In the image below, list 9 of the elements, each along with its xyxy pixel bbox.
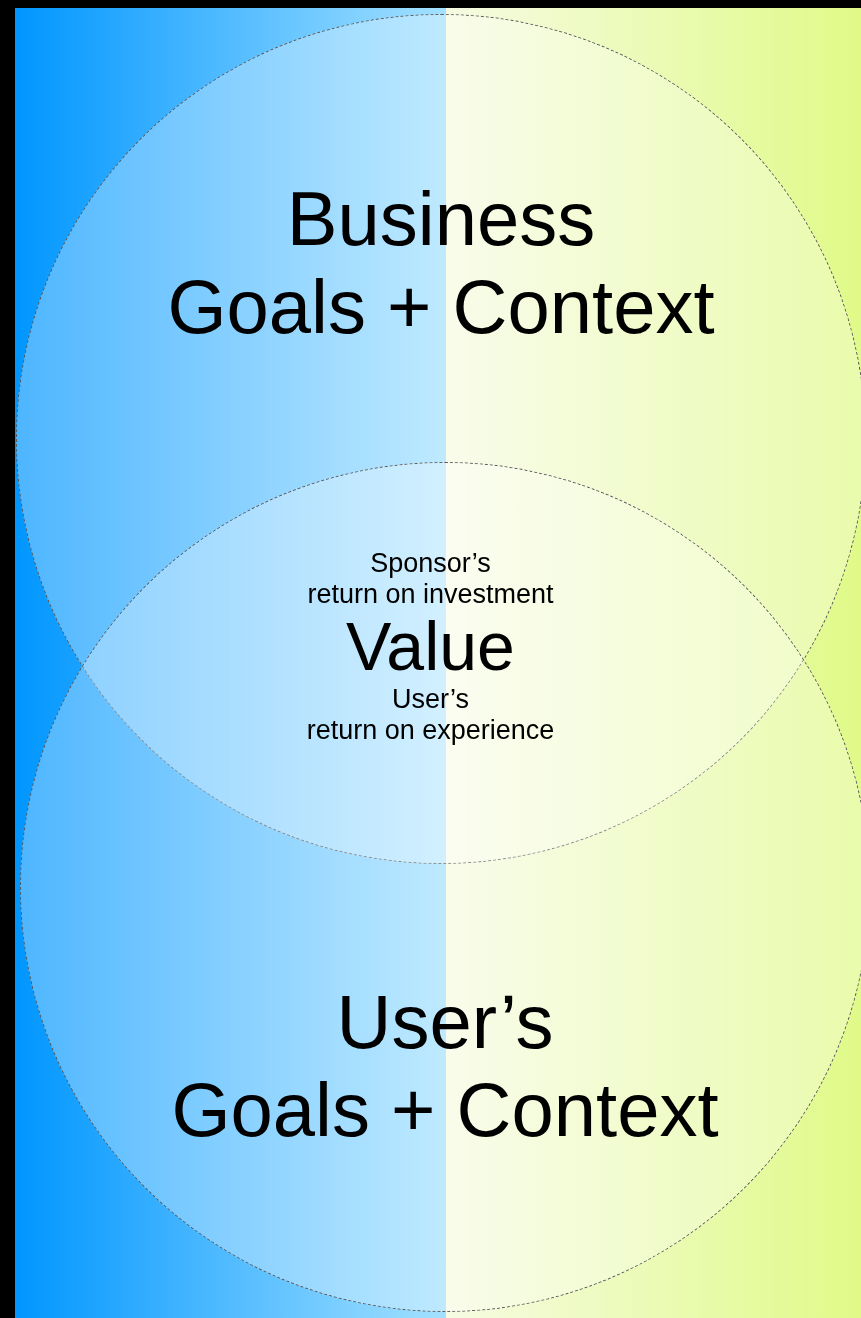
- overlap-note: return on experience: [306, 715, 555, 746]
- circle-title: Goals + Context: [171, 1066, 719, 1154]
- circle-title: Business: [286, 175, 596, 263]
- circle-title: Goals + Context: [167, 263, 715, 351]
- overlap-note: User’s: [392, 684, 469, 715]
- overlap-note: return on investment: [307, 579, 554, 610]
- circle-title: User’s: [336, 978, 554, 1066]
- overlap-note: Sponsor’s: [370, 548, 491, 579]
- overlap-title: Value: [346, 607, 515, 686]
